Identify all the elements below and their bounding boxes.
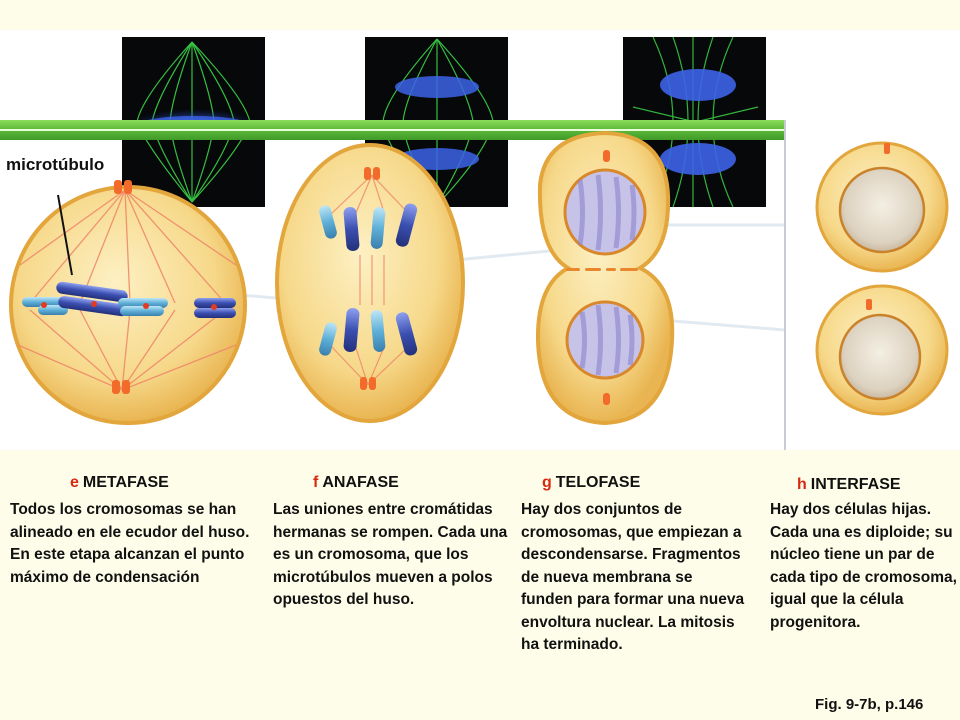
anaphase-cell — [275, 143, 465, 423]
microtubule-pointer — [57, 194, 73, 276]
telophase-nucleus-bottom — [565, 300, 645, 380]
stage-description-interphase: Hay dos células hijas. Cada una es diplo… — [770, 501, 957, 631]
stage-description-anaphase: Las uniones entre cromátidas hermanas se… — [273, 501, 508, 608]
centrosome-top-telophase — [603, 150, 610, 162]
centrosome-top — [114, 180, 132, 194]
microtubule-label: microtúbulo — [6, 155, 105, 174]
membrane-fragments — [566, 268, 638, 271]
stage-name: ANAFASE — [322, 474, 399, 491]
metaphase-chromosomes — [22, 281, 236, 318]
stage-letter: f — [313, 474, 319, 491]
anaphase-chromosomes-top — [319, 203, 418, 251]
stage-letter: h — [797, 476, 807, 493]
stage-name: TELOFASE — [555, 474, 641, 491]
stage-name: INTERFASE — [810, 476, 901, 493]
telophase-nucleus-top — [563, 168, 647, 256]
stage-name: METAFASE — [82, 474, 169, 491]
figure-reference: Fig. 9-7b, p.146 — [815, 696, 924, 713]
centrosome-bottom — [112, 380, 130, 394]
centrosome-top-anaphase — [364, 167, 380, 180]
stage-description-telophase: Hay dos conjuntos de cromosomas, que emp… — [521, 501, 745, 653]
interphase-cell-top — [815, 141, 949, 273]
centrosome-bottom-anaphase — [360, 377, 376, 390]
anaphase-chromosomes-bottom — [319, 308, 418, 356]
metaphase-cell — [9, 180, 247, 425]
stage-description-metaphase: Todos los cromosomas se han alineado en … — [10, 501, 250, 586]
telophase-cell — [535, 130, 675, 426]
stage-letter: e — [70, 474, 79, 491]
stage-letter: g — [542, 474, 552, 491]
interphase-cell-bottom — [815, 284, 949, 416]
centrosome-bottom-telophase — [603, 393, 610, 405]
